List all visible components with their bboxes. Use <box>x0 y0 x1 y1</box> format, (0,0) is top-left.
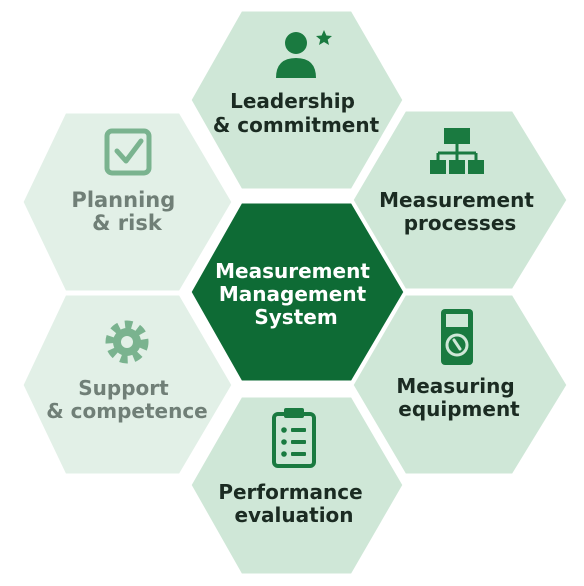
clipboard-list-icon <box>272 408 316 468</box>
hex-leadership-label-1: Leadership <box>230 89 355 113</box>
hex-leadership-label-2: & commitment <box>213 113 380 137</box>
hex-planning-label-2: & risk <box>92 211 163 235</box>
svg-text:Performance evaluation: Performance evaluation <box>218 480 369 527</box>
svg-text:Measuring equipment: Measuring equipment <box>396 374 521 421</box>
center-title-line-3: System <box>254 305 337 329</box>
hex-support-label-1: Support <box>78 376 169 400</box>
hex-processes-label-1: Measurement <box>379 188 534 212</box>
hex-planning-shape <box>20 110 235 294</box>
hex-evaluation-shape <box>188 394 406 577</box>
svg-text:Planning & risk: Planning & risk <box>71 188 182 235</box>
svg-text:Support & competence: Support & competence <box>46 376 208 423</box>
svg-text:Measurement processes: Measurement processes <box>379 188 541 235</box>
hex-evaluation: Performance evaluation <box>188 394 406 577</box>
hex-leadership: Leadership & commitment <box>188 8 406 192</box>
hex-evaluation-label-1: Performance <box>218 480 362 504</box>
hex-processes-shape <box>350 108 570 292</box>
hex-leadership-shape <box>188 8 406 192</box>
hex-processes-label-2: processes <box>404 211 517 235</box>
hex-support: Support & competence <box>20 292 235 477</box>
svg-text:Measurement Management: Measurement Management System <box>215 259 377 329</box>
hex-support-label-2: & competence <box>46 399 208 423</box>
org-chart-icon <box>430 128 484 174</box>
checkbox-icon <box>104 128 152 176</box>
hex-processes: Measurement processes <box>350 108 570 292</box>
hex-support-shape <box>20 292 235 477</box>
hex-equipment: Measuring equipment <box>350 292 570 477</box>
center-title-line-2: Management <box>219 282 367 306</box>
hex-planning: Planning & risk <box>20 110 235 294</box>
hex-equipment-label-2: equipment <box>398 397 520 421</box>
hex-center: Measurement Management System <box>188 200 407 384</box>
hex-equipment-shape <box>350 292 570 477</box>
hex-planning-label-1: Planning <box>71 188 175 212</box>
person-star-icon <box>276 30 332 78</box>
hex-center-shape <box>188 200 407 384</box>
svg-text:Leadership & commitment: Leadership & commitment <box>213 89 380 137</box>
gear-icon <box>105 320 149 364</box>
multimeter-icon <box>441 309 473 365</box>
hex-equipment-label-1: Measuring <box>396 374 514 398</box>
center-title-line-1: Measurement <box>215 259 370 283</box>
hex-evaluation-label-2: evaluation <box>234 503 353 527</box>
